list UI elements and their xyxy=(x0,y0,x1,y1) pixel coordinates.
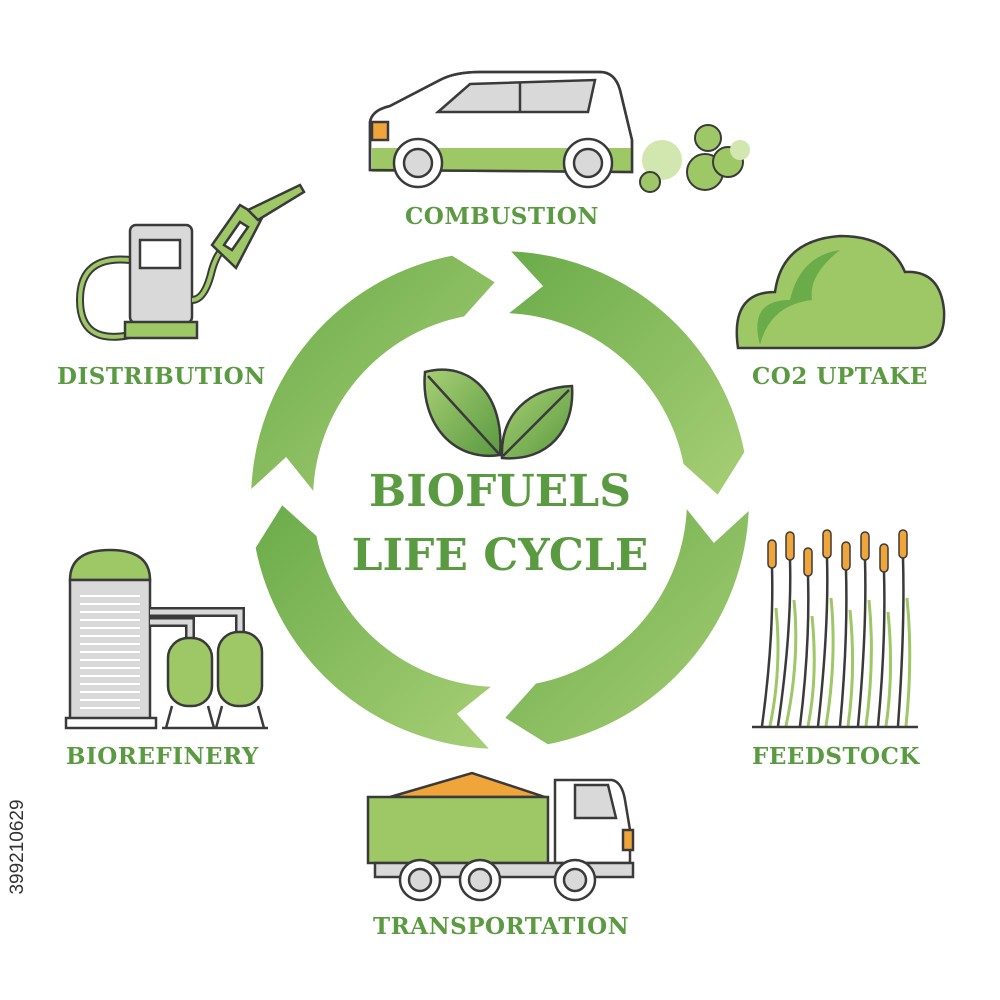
crop-grain-head xyxy=(785,531,795,561)
crops-icon xyxy=(752,529,918,729)
crop-leaf xyxy=(784,599,798,727)
cycle-arrow-segment-4 xyxy=(249,253,498,497)
cycle-arrow-segment-1 xyxy=(503,249,747,498)
crop-stalk xyxy=(760,567,774,727)
circular-arrows-icon xyxy=(249,249,751,751)
crop-grain-head xyxy=(822,529,832,559)
crop-stalk xyxy=(838,569,848,727)
crop-stalk xyxy=(816,557,829,727)
fuel-pump-icon xyxy=(75,183,306,341)
truck-icon xyxy=(366,771,635,902)
crop-leaf xyxy=(864,599,873,727)
crop-grain-head xyxy=(879,543,889,573)
car-icon xyxy=(368,70,634,189)
crop-stalk xyxy=(876,571,886,727)
diagram-title-line-2: LIFE CYCLE xyxy=(351,530,649,581)
crop-grain-head xyxy=(898,529,908,559)
refinery-icon xyxy=(64,548,268,730)
crop-stalk xyxy=(896,557,905,727)
crop-leaf xyxy=(846,609,855,727)
label-distribution: DISTRIBUTION xyxy=(57,363,266,390)
crop-grain-head xyxy=(803,547,813,577)
crop-leaf xyxy=(824,597,835,727)
label-co2-uptake: CO2 UPTAKE xyxy=(752,363,928,390)
leaves-icon xyxy=(423,368,574,460)
crop-leaf xyxy=(768,607,780,727)
crop-stalk xyxy=(856,559,867,727)
cloud-icon xyxy=(735,234,946,350)
label-transportation: TRANSPORTATION xyxy=(373,913,630,940)
crop-grain-head xyxy=(860,531,870,561)
label-combustion: COMBUSTION xyxy=(405,203,599,230)
crop-stalk xyxy=(798,575,810,727)
label-biorefinery: BIOREFINERY xyxy=(66,743,259,770)
crop-grain-head xyxy=(767,539,777,569)
crop-leaf xyxy=(884,611,893,727)
stock-id-value: 399210629 xyxy=(7,799,28,895)
crop-leaf xyxy=(806,615,816,727)
crop-grain-head xyxy=(841,541,851,571)
cycle-arrow-segment-2 xyxy=(502,503,751,747)
label-feedstock: FEEDSTOCK xyxy=(752,743,920,770)
crop-stalk xyxy=(776,559,792,727)
diagram-title-line-1: BIOFUELS xyxy=(369,466,631,517)
exhaust-smoke-icon xyxy=(639,124,750,193)
stock-id-text: 399210629 xyxy=(7,762,28,932)
crop-leaf xyxy=(904,597,912,727)
cycle-arrow-segment-3 xyxy=(253,502,497,751)
